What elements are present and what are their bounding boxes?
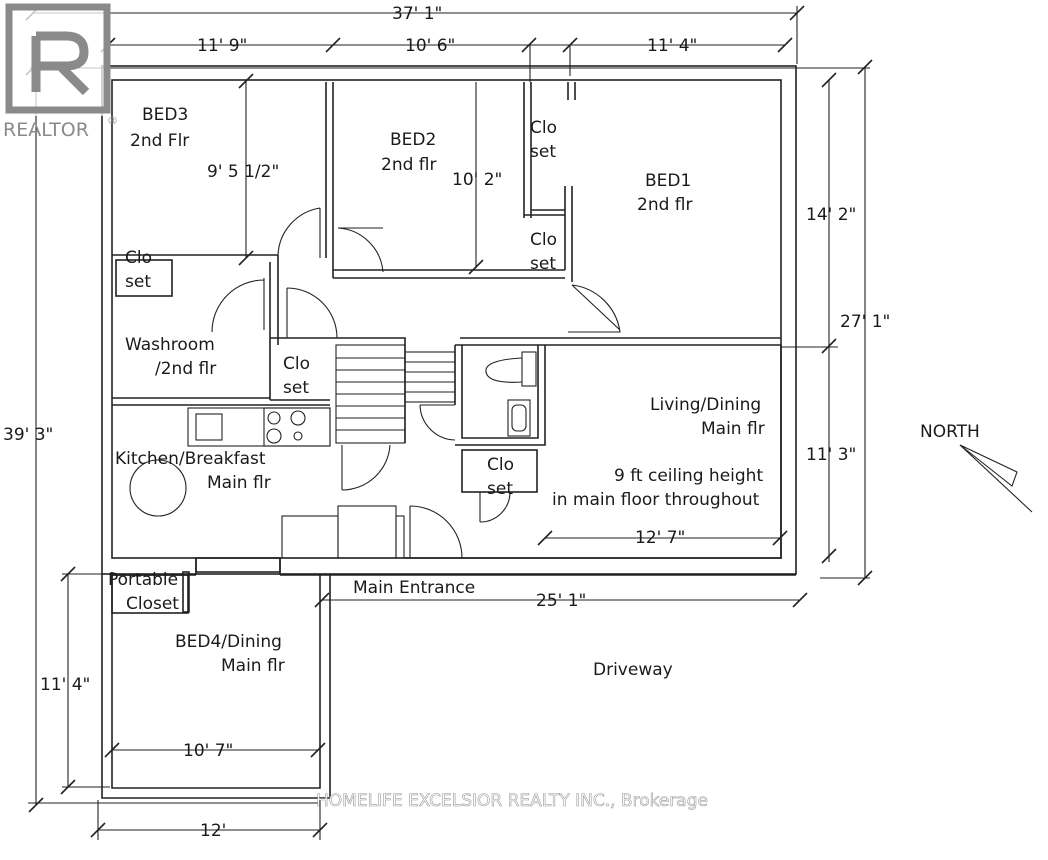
closet-main-line2: set [487,479,513,499]
dim-base-width: 12' [200,821,226,841]
stairs [335,344,456,444]
dim-bed4-depth: 11' 4" [40,675,90,695]
room-label-bed4-line2: Main flr [221,656,285,676]
dim-front-width: 25' 1" [536,591,586,611]
portable-closet-line1: Portable [108,570,178,590]
dim-living-depth: 11' 3" [806,445,856,465]
room-label-kitchen-line2: Main flr [207,473,271,493]
driveway-label: Driveway [593,660,673,680]
closet-main-line1: Clo [487,455,514,475]
ceiling-note-line2: in main floor throughout [552,490,760,510]
closet-bed2-top-line2: set [530,142,556,162]
dim-bed4-width: 10' 7" [183,741,233,761]
dim-bed3-depth: 9' 5 1/2" [207,162,279,182]
north-label: NORTH [920,422,980,442]
closet-hall-line1: Clo [283,354,310,374]
room-label-bed4-line1: BED4/Dining [175,632,282,652]
doors [211,207,621,559]
realtor-logo: REALTOR ® [3,3,118,141]
dim-bed2-depth: 10' 2" [452,170,502,190]
dim-upper-depth: 27' 1" [840,312,890,332]
room-label-kitchen-line1: Kitchen/Breakfast [115,449,266,469]
room-label-bed2-line1: BED2 [390,130,436,150]
room-label-living-line1: Living/Dining [650,395,761,415]
room-label-living-line2: Main flr [701,419,765,439]
room-label-washroom-line1: Washroom [125,335,215,355]
dim-total-depth: 39' 3" [3,425,53,445]
realtor-logo-mark: ® [107,114,118,127]
realtor-logo-text: REALTOR [3,119,89,141]
dim-bed1-width: 11' 4" [647,36,697,56]
closet-bed2-top-line1: Clo [530,118,557,138]
dimension-labels: 37' 1" 11' 9" 10' 6" 11' 4" 9' 5 1/2" 10… [3,4,890,841]
room-label-bed1-line2: 2nd flr [637,195,692,215]
main-entrance-label: Main Entrance [353,578,475,598]
portable-closet-line2: Closet [126,594,179,614]
closet-bed3-line1: Clo [125,248,152,268]
north-arrow-icon [959,444,1033,513]
dim-total-width: 37' 1" [392,4,442,24]
brokerage-watermark: HOMELIFE EXCELSIOR REALTY INC., Brokerag… [316,791,708,811]
room-label-bed1-line1: BED1 [645,171,691,191]
dim-bed1-depth: 14' 2" [806,205,856,225]
closet-hall-line2: set [283,378,309,398]
closet-bed3-line2: set [125,272,151,292]
closet-bed2-bottom-line1: Clo [530,230,557,250]
fixtures [129,351,537,559]
dim-living-width: 12' 7" [635,528,685,548]
dim-bed2-width: 10' 6" [405,36,455,56]
ceiling-note-line1: 9 ft ceiling height [614,466,763,486]
dim-bed3-width: 11' 9" [197,36,247,56]
room-label-bed3-line1: BED3 [142,105,188,125]
room-label-bed2-line2: 2nd flr [381,155,436,175]
closet-bed2-bottom-line2: set [530,254,556,274]
room-labels: BED3 2nd Flr BED2 2nd flr BED1 2nd flr C… [108,105,765,680]
room-label-washroom-line2: /2nd flr [155,359,216,379]
room-label-bed3-line2: 2nd Flr [130,131,189,151]
